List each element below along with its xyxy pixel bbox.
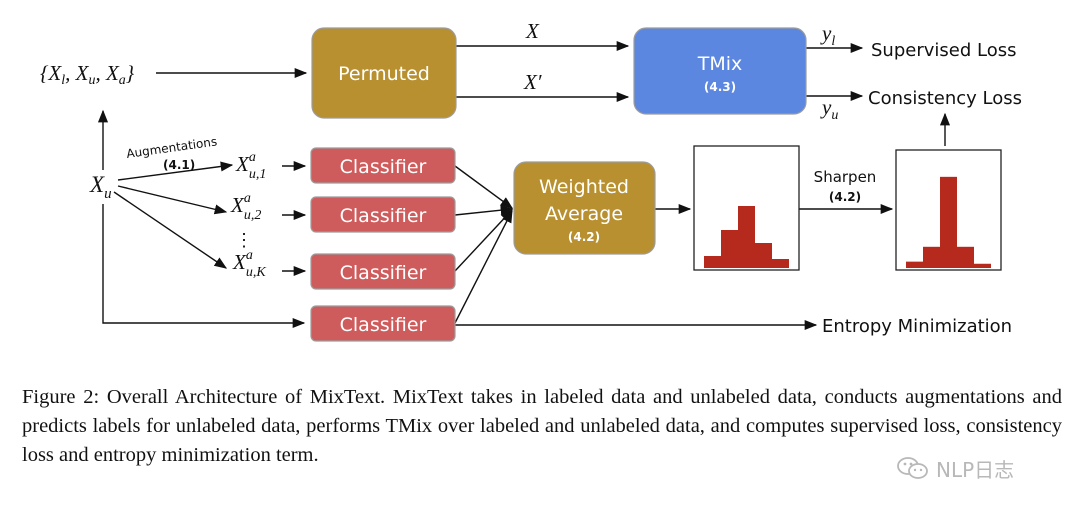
edge-classifier1-to-average [454, 165, 514, 209]
y-l-label: yl [820, 21, 835, 49]
tmix-box-shape [633, 27, 807, 115]
edge-xu-to-augK [113, 191, 228, 269]
histogram-after-bar-5 [974, 263, 991, 268]
wechat-icon [897, 457, 928, 479]
weighted-average-box: Weighted Average (4.2) [513, 161, 656, 255]
histogram-after-bar-4 [957, 246, 974, 268]
edge-xu-to-classifier-direct [102, 204, 306, 329]
classifier-box-2: Classifier [310, 196, 456, 233]
vdots: ⋮ [235, 230, 253, 250]
classifier-box-direct-shape [310, 305, 456, 342]
histogram-after-bar-3 [940, 176, 957, 268]
histogram-before-sharpen [693, 145, 800, 271]
weighted-ref: (4.2) [568, 230, 600, 244]
weighted-average-box-shape [513, 161, 656, 255]
edge-xu-to-aug1 [117, 161, 234, 181]
edge-classifier-direct-to-average [454, 209, 513, 324]
classifier-1-label: Classifier [340, 156, 427, 178]
augmentations-ref: (4.1) [163, 158, 195, 172]
histogram-before-bars [704, 206, 789, 268]
classifier-2-label: Classifier [340, 205, 427, 227]
xu-label: Xu [89, 172, 112, 202]
classifier-box-1-shape [310, 147, 456, 184]
x-prime-label: X′ [523, 70, 542, 94]
edge-xu-to-aug2 [117, 185, 228, 215]
edge-classifier2-to-average [454, 205, 514, 216]
tmix-ref: (4.3) [704, 80, 736, 94]
permuted-box-shape [311, 27, 457, 119]
histogram-before-bar-5 [772, 259, 789, 268]
edge-classifierK-to-average [454, 209, 513, 272]
tmix-label: TMix [697, 53, 743, 75]
sharpen-label: Sharpen [814, 168, 877, 186]
classifier-box-1: Classifier [310, 147, 456, 184]
classifier-box-k: Classifier [310, 253, 456, 290]
classifier-direct-label: Classifier [340, 314, 427, 336]
permuted-label: Permuted [338, 63, 430, 85]
watermark-text: NLP日志 [936, 457, 1015, 482]
weighted-line2: Average [545, 203, 623, 225]
classifier-box-direct: Classifier [310, 305, 456, 342]
permuted-box: Permuted [311, 27, 457, 119]
tmix-box: TMix (4.3) [633, 27, 807, 115]
entropy-minimization-label: Entropy Minimization [822, 316, 1012, 337]
histogram-before-bar-2 [721, 230, 738, 268]
consistency-loss-label: Consistency Loss [868, 88, 1022, 109]
histogram-after-bars [906, 176, 991, 268]
histogram-after-sharpen [895, 149, 1002, 271]
histogram-before-bar-4 [755, 243, 772, 268]
sharpen-ref: (4.2) [829, 190, 861, 204]
classifier-box-k-shape [310, 253, 456, 290]
augmentations-label: Augmentations [125, 134, 217, 161]
input-set-label: {Xl, Xu, Xa} [40, 61, 135, 88]
histogram-before-bar-3 [738, 206, 755, 268]
histogram-after-bar-1 [906, 261, 923, 268]
architecture-diagram: Permuted TMix (4.3) Classifier Classifie… [40, 19, 1022, 342]
x-label: X [525, 19, 540, 43]
figure-caption: Figure 2: Overall Architecture of MixTex… [22, 386, 1062, 466]
watermark: NLP日志 [896, 452, 1046, 484]
histogram-before-bar-1 [704, 256, 721, 268]
classifier-k-label: Classifier [340, 262, 427, 284]
weighted-line1: Weighted [539, 176, 629, 198]
supervised-loss-label: Supervised Loss [871, 40, 1016, 61]
classifier-box-2-shape [310, 196, 456, 233]
y-u-label: yu [820, 95, 838, 123]
histogram-after-bar-2 [923, 246, 940, 268]
